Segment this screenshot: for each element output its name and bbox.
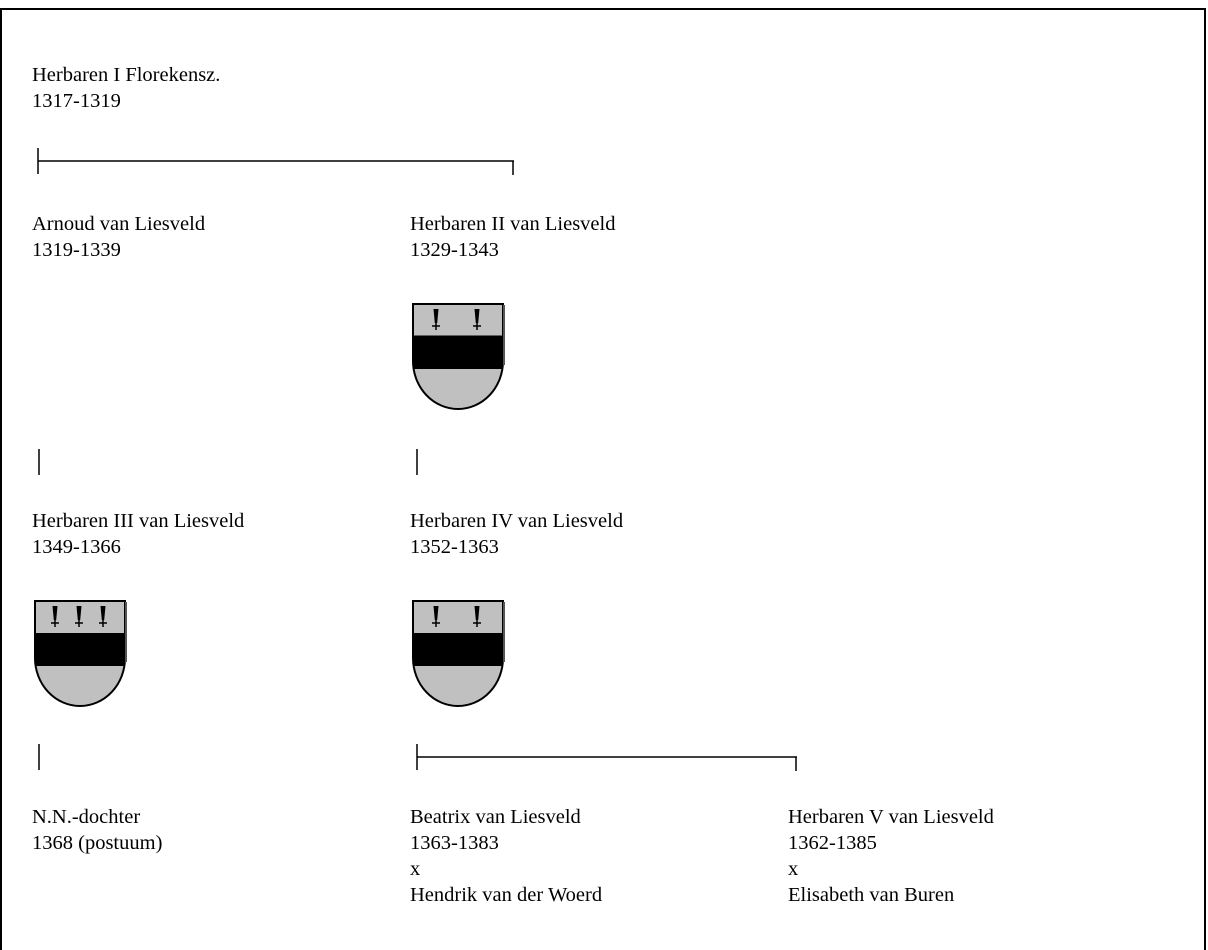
diagram-frame xyxy=(0,8,1206,950)
person-herbaren-iii: Herbaren III van Liesveld 1349-1366 xyxy=(32,508,244,560)
person-herbaren-iv: Herbaren IV van Liesveld 1352-1363 xyxy=(410,508,623,560)
person-name: Herbaren V van Liesveld xyxy=(788,806,994,828)
person-nn-dochter: N.N.-dochter 1368 (postuum) xyxy=(32,804,162,856)
person-dates: 1329-1343 xyxy=(410,239,499,261)
spouse-name: Hendrik van der Woerd xyxy=(410,884,603,906)
person-herbaren-ii: Herbaren II van Liesveld 1329-1343 xyxy=(410,211,615,263)
person-herbaren-v: Herbaren V van Liesveld 1362-1385 x Elis… xyxy=(788,804,994,908)
person-dates: 1317-1319 xyxy=(32,90,121,112)
person-name: Herbaren I Florekensz. xyxy=(32,64,221,86)
person-name: Beatrix van Liesveld xyxy=(410,806,581,828)
person-name: N.N.-dochter xyxy=(32,806,141,828)
person-herbaren-i: Herbaren I Florekensz. 1317-1319 xyxy=(32,62,220,114)
person-name: Herbaren IV van Liesveld xyxy=(410,510,624,532)
person-arnoud: Arnoud van Liesveld 1319-1339 xyxy=(32,211,205,263)
person-dates: 1352-1363 xyxy=(410,536,499,558)
coat-of-arms-herbaren-iii xyxy=(34,600,127,707)
spouse-name: Elisabeth van Buren xyxy=(788,884,955,906)
marriage-mark: x xyxy=(410,858,421,880)
person-dates: 1363-1383 xyxy=(410,832,499,854)
person-beatrix: Beatrix van Liesveld 1363-1383 x Hendrik… xyxy=(410,804,602,908)
person-name: Herbaren II van Liesveld xyxy=(410,213,616,235)
person-name: Herbaren III van Liesveld xyxy=(32,510,245,532)
coat-of-arms-herbaren-iv xyxy=(412,600,505,707)
marriage-mark: x xyxy=(788,858,799,880)
person-dates: 1368 (postuum) xyxy=(32,832,163,854)
person-dates: 1349-1366 xyxy=(32,536,121,558)
coat-of-arms-herbaren-ii xyxy=(412,303,505,410)
person-dates: 1319-1339 xyxy=(32,239,121,261)
person-name: Arnoud van Liesveld xyxy=(32,213,206,235)
person-dates: 1362-1385 xyxy=(788,832,877,854)
